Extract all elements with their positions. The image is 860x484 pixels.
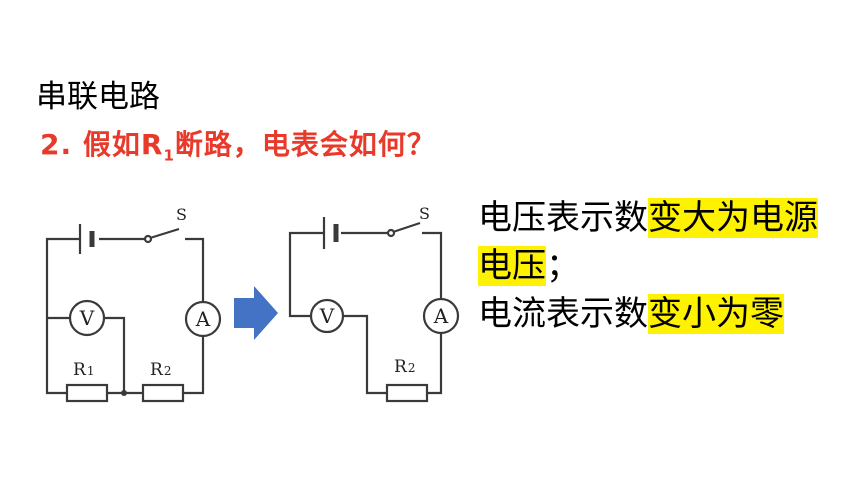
right-switch-blade	[392, 221, 421, 234]
explanation-line2-highlight: 变小为零	[648, 294, 784, 334]
left-r2-label: R2	[150, 360, 171, 380]
left-r1-label: R1	[73, 360, 94, 380]
explanation-line2-plain: 电流表示数	[478, 294, 648, 334]
right-r2-letter: R	[394, 357, 408, 377]
right-switch-pivot	[386, 228, 396, 238]
right-r2-subscript: 2	[408, 361, 416, 375]
circuit-right: S V A R2	[288, 204, 460, 403]
left-wire-voltmeter-branch	[47, 316, 126, 393]
left-r1-letter: R	[73, 360, 87, 380]
right-resistor-r2	[385, 383, 429, 403]
left-voltmeter-label: V	[79, 306, 95, 330]
explanation: 电压表示数变大为电源电压；电流表示数变小为零	[478, 194, 850, 338]
question: 2. 假如R1断路，电表会如何？	[40, 128, 436, 165]
right-ammeter-label: A	[433, 304, 449, 328]
right-switch-label: S	[419, 204, 430, 223]
right-voltmeter	[309, 298, 345, 334]
left-resistor-r2	[141, 383, 185, 403]
left-resistor-r1	[65, 383, 109, 403]
right-arrow-icon	[234, 286, 278, 340]
left-switch-blade	[149, 227, 180, 240]
heading: 串联电路	[36, 79, 160, 115]
right-voltmeter-label: V	[319, 304, 335, 328]
right-ammeter	[422, 297, 460, 335]
left-r2-letter: R	[150, 360, 164, 380]
explanation-line1-plain: 电压表示数	[478, 198, 648, 238]
left-ammeter-label: A	[195, 307, 211, 331]
question-suffix: 断路，电表会如何？	[174, 128, 436, 161]
explanation-line1-end: ；	[546, 246, 580, 286]
right-r2-label: R2	[394, 357, 415, 377]
right-wire-outer	[288, 231, 443, 395]
left-r2-subscript: 2	[164, 364, 172, 378]
left-switch-pivot	[143, 234, 153, 244]
left-ammeter	[184, 300, 222, 338]
question-prefix: 2. 假如R	[40, 128, 164, 161]
left-junction-dot	[121, 390, 127, 396]
left-voltmeter	[68, 299, 106, 337]
circuit-left: S V A R1 R2	[45, 205, 222, 403]
question-subscript: 1	[163, 146, 175, 165]
left-r1-subscript: 1	[87, 364, 95, 378]
left-switch-label: S	[176, 205, 187, 224]
